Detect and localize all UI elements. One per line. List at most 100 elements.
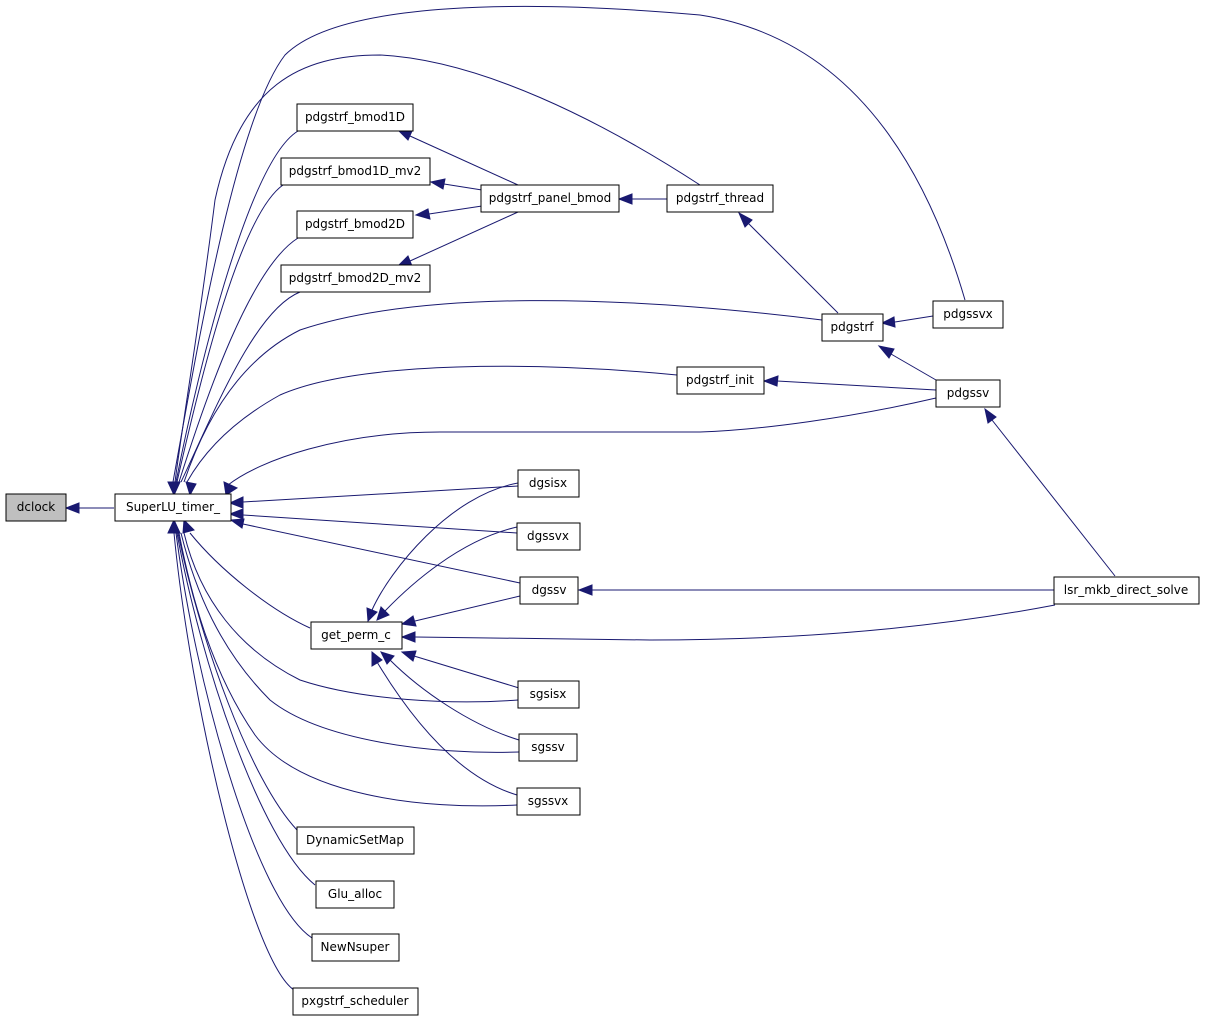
- node-label: pdgstrf_thread: [676, 191, 764, 205]
- node-label: pdgstrf_bmod2D: [305, 217, 405, 231]
- arrowhead: [400, 631, 416, 643]
- edge-sgsisx-to-get-perm-c: [413, 655, 520, 689]
- arrowhead: [737, 211, 753, 228]
- node-label: sgsisx: [530, 687, 567, 701]
- node-label: pdgstrf_bmod1D_mv2: [289, 164, 422, 178]
- node-pdgstrf-bmod1d[interactable]: pdgstrf_bmod1D: [296, 103, 414, 132]
- arrowhead: [877, 345, 895, 359]
- edge-dgssvx-to-get-perm-c: [384, 526, 518, 612]
- edge-bmod2d-mv2-to-superlu-timer: [180, 291, 301, 483]
- arrowhead: [429, 178, 446, 190]
- node-dclock[interactable]: dclock: [5, 493, 67, 522]
- edge-get-perm-c-to-superlu-timer: [189, 532, 311, 629]
- edge-pdgstrf-to-thread: [747, 222, 839, 314]
- node-label: pdgstrf: [831, 320, 875, 334]
- arrowhead: [400, 650, 417, 662]
- edge-dgssvx-to-superlu-timer: [242, 514, 518, 534]
- arrowhead: [228, 508, 244, 520]
- edge-panel-bmod-to-bmod1d-mv2: [443, 183, 483, 191]
- arrowhead: [414, 208, 431, 220]
- arrowhead: [577, 584, 593, 596]
- node-label: sgssv: [531, 740, 564, 754]
- node-label: pdgstrf_bmod2D_mv2: [289, 271, 422, 285]
- node-label: Glu_alloc: [328, 887, 382, 901]
- node-label: NewNsuper: [321, 940, 390, 954]
- node-label: pdgssv: [947, 386, 989, 400]
- node-label: SuperLU_timer_: [126, 500, 221, 514]
- edge-panel-bmod-to-bmod1d: [409, 135, 519, 186]
- arrowhead: [167, 481, 181, 497]
- node-pdgstrf-bmod1d-mv2[interactable]: pdgstrf_bmod1D_mv2: [280, 157, 431, 186]
- node-sgssv[interactable]: sgssv: [518, 733, 578, 762]
- edge-lsr-to-pdgssv: [991, 419, 1116, 577]
- node-dgssv[interactable]: dgssv: [519, 576, 579, 605]
- node-pxgstrf-scheduler[interactable]: pxgstrf_scheduler: [292, 987, 419, 1016]
- edge-bmod1d-to-superlu-timer: [175, 130, 299, 483]
- edge-pdgssv-to-superlu-timer: [227, 397, 937, 486]
- node-pdgssv[interactable]: pdgssv: [935, 379, 1001, 408]
- node-pdgstrf[interactable]: pdgstrf: [821, 313, 884, 342]
- edge-thread-to-superlu-timer: [174, 54, 701, 483]
- arrowhead: [167, 518, 181, 534]
- edge-sgssv-to-superlu-timer: [180, 532, 520, 753]
- node-label: lsr_mkb_direct_solve: [1064, 583, 1189, 597]
- edge-pdgssvx-to-pdgstrf: [894, 315, 934, 323]
- node-lsr-mkb-direct-solve[interactable]: lsr_mkb_direct_solve: [1053, 576, 1200, 605]
- arrowhead: [223, 481, 239, 496]
- arrowhead: [880, 316, 896, 328]
- arrowhead: [984, 407, 997, 424]
- node-sgssvx[interactable]: sgssvx: [516, 787, 581, 816]
- edge-dgsisx-to-superlu-timer: [242, 485, 519, 503]
- node-get-perm-c[interactable]: get_perm_c: [310, 621, 403, 650]
- edge-dgsisx-to-get-perm-c: [371, 482, 519, 611]
- arrowhead: [617, 193, 633, 205]
- edge-glu-alloc-to-superlu-timer: [176, 532, 316, 886]
- node-label: DynamicSetMap: [306, 833, 404, 847]
- edge-newnsuper-to-superlu-timer: [175, 532, 313, 939]
- node-label: dgsisx: [529, 476, 567, 490]
- node-label: dgssv: [532, 583, 567, 597]
- node-superlu-timer[interactable]: SuperLU_timer_: [114, 493, 232, 522]
- arrowhead: [64, 502, 80, 514]
- node-label: dclock: [17, 500, 55, 514]
- edge-pdgstrf-init-to-superlu-timer: [186, 365, 678, 483]
- edge-dynamicsetmap-to-superlu-timer: [177, 532, 298, 831]
- edge-pdgstrf-to-superlu-timer: [183, 300, 823, 483]
- node-label: pdgstrf_panel_bmod: [489, 191, 612, 205]
- edge-pdgssv-to-pdgstrf-init: [776, 380, 937, 391]
- edge-pxgstrf-scheduler-to-superlu-timer: [173, 532, 295, 991]
- node-dynamicsetmap[interactable]: DynamicSetMap: [296, 826, 415, 855]
- edge-sgssvx-to-superlu-timer: [178, 532, 518, 807]
- node-sgsisx[interactable]: sgsisx: [517, 680, 580, 709]
- edge-sgssv-to-get-perm-c: [389, 659, 520, 741]
- edge-lsr-to-get-perm-c: [414, 604, 1056, 641]
- edge-bmod1d-mv2-to-superlu-timer: [176, 184, 284, 483]
- arrowhead: [185, 481, 197, 497]
- node-pdgstrf-panel-bmod[interactable]: pdgstrf_panel_bmod: [480, 184, 620, 213]
- arrowhead: [380, 651, 395, 665]
- arrowhead: [400, 615, 417, 627]
- node-pdgstrf-bmod2d[interactable]: pdgstrf_bmod2D: [296, 210, 414, 239]
- arrowhead: [762, 375, 779, 387]
- edge-pdgssv-to-pdgstrf: [890, 353, 937, 381]
- edge-dgssv-to-superlu-timer: [242, 523, 521, 584]
- edge-panel-bmod-to-bmod2d-mv2: [409, 211, 519, 262]
- node-label: pxgstrf_scheduler: [301, 994, 408, 1008]
- edge-panel-bmod-to-bmod2d: [428, 205, 483, 215]
- arrowhead: [228, 496, 244, 509]
- node-pdgstrf-bmod2d-mv2[interactable]: pdgstrf_bmod2D_mv2: [280, 264, 431, 293]
- edge-pdgssvx-to-superlu-timer: [172, 5, 966, 483]
- node-label: pdgssvx: [943, 307, 993, 321]
- node-dgsisx[interactable]: dgsisx: [517, 469, 580, 498]
- node-dgssvx[interactable]: dgssvx: [516, 522, 581, 551]
- edge-sgssvx-to-get-perm-c: [376, 661, 518, 796]
- node-newnsuper[interactable]: NewNsuper: [311, 933, 400, 962]
- arrowhead: [371, 650, 383, 667]
- node-pdgstrf-init[interactable]: pdgstrf_init: [676, 366, 765, 395]
- node-pdgstrf-thread[interactable]: pdgstrf_thread: [666, 184, 774, 213]
- node-glu-alloc[interactable]: Glu_alloc: [315, 880, 395, 909]
- node-label: get_perm_c: [321, 628, 391, 642]
- node-pdgssvx[interactable]: pdgssvx: [932, 300, 1004, 329]
- arrowhead: [366, 607, 378, 623]
- arrowhead: [376, 606, 390, 621]
